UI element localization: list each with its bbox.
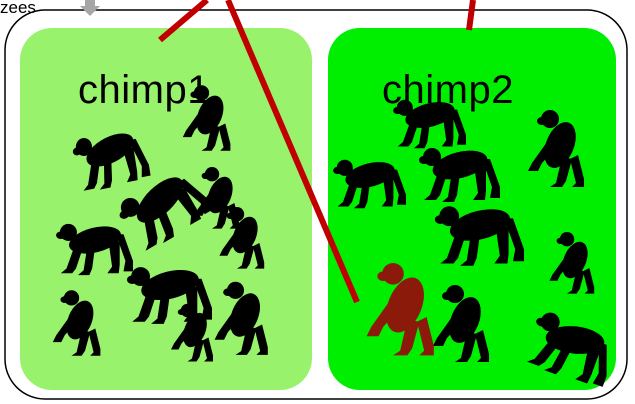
chimp1-label: chimp1 <box>78 68 210 112</box>
caption-fragment: zees <box>0 0 36 17</box>
chimp2-label: chimp2 <box>382 68 514 112</box>
connector-line-to-red-chimp <box>225 0 360 304</box>
down-arrow-icon <box>80 0 100 16</box>
connector-line-right <box>466 0 476 31</box>
connector-lines <box>158 0 476 304</box>
connector-line-left <box>158 0 209 43</box>
